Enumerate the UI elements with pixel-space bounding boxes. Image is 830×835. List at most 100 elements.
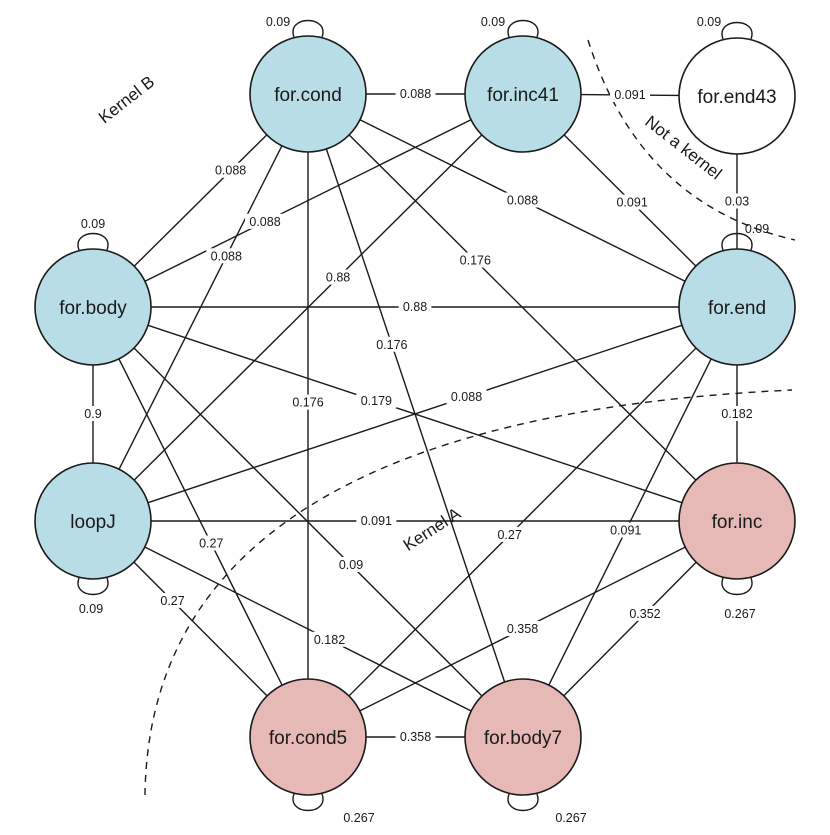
node-circle-for-inc	[678, 462, 796, 580]
self-loop-for-body	[77, 232, 109, 251]
weight-label-for-cond-to-for-end: 0.088	[507, 194, 538, 208]
self-loop-for-inc	[721, 577, 753, 596]
self-loop-for-cond	[292, 19, 324, 38]
node-circle-for-end43	[678, 37, 796, 155]
edge-for-end-to-for-body7	[548, 358, 712, 686]
weight-label-bg	[356, 393, 397, 409]
edges	[92, 93, 738, 738]
weight-label-for-end-to-for-body7: 0.091	[610, 524, 641, 538]
self-loop-weight-for-body: 0.09	[81, 217, 105, 231]
weight-label-bg	[334, 557, 368, 572]
weight-label-bg	[288, 394, 328, 410]
node-circle-for-inc41	[464, 35, 582, 153]
self-loop-weight-loopj: 0.09	[79, 602, 103, 616]
self-loop-weight-for-inc: 0.267	[724, 607, 755, 621]
weight-label-bg	[356, 513, 397, 528]
self-loop-weight-for-body7: 0.267	[555, 811, 586, 825]
node-label-loopj: loopJ	[70, 512, 115, 533]
weight-label-for-body-to-for-cond5: 0.27	[199, 537, 223, 551]
node-label-for-cond5: for.cond5	[269, 728, 347, 749]
node-for-end: for.end	[678, 248, 796, 366]
region-boundaries: Kernel B Not a kernel Kernel A	[95, 39, 796, 796]
kernel-a-label: Kernel A	[400, 504, 465, 555]
node-circle-for-body	[34, 248, 152, 366]
edge-for-inc-to-for-body7	[563, 561, 697, 697]
edge-loopj-to-for-body7	[144, 546, 472, 712]
weight-label-bg	[210, 162, 251, 178]
node-label-for-end: for.end	[708, 298, 766, 319]
self-loop-for-body7	[507, 793, 539, 812]
node-for-end43: for.end43	[678, 37, 796, 155]
kernel-a-boundary	[144, 389, 793, 796]
edge-loopj-to-for-cond5	[133, 561, 268, 697]
weight-label-bg	[156, 592, 189, 608]
node-circle-for-end	[678, 248, 796, 366]
weight-label-bg	[446, 388, 487, 404]
weight-label-for-cond-to-for-cond5: 0.176	[292, 396, 323, 410]
weight-label-bg	[398, 299, 432, 314]
weight-label-bg	[624, 605, 665, 621]
edge-for-end-to-for-cond5	[348, 347, 697, 697]
node-label-for-inc41: for.inc41	[487, 85, 559, 106]
weight-label-bg	[206, 248, 247, 264]
node-for-inc: for.inc	[678, 462, 796, 580]
node-circle-for-cond5	[249, 678, 367, 796]
edge-loopj-to-for-end	[147, 324, 683, 504]
edge-for-cond-to-for-body7	[325, 148, 506, 683]
weight-label-bg	[605, 522, 646, 538]
weight-label-for-body-to-for-body7: 0.09	[339, 558, 363, 572]
node-for-cond: for.cond	[249, 35, 367, 153]
self-loop-weight-for-cond5: 0.267	[343, 811, 374, 825]
self-loop-weight-for-end43: 0.09	[697, 15, 721, 29]
weight-label-for-body-to-for-inc: 0.179	[361, 394, 392, 408]
weight-label-for-end-to-for-cond5: 0.27	[497, 528, 521, 542]
weight-label-loopj-to-for-end: 0.088	[451, 390, 482, 404]
edge-for-body-to-for-cond5	[118, 358, 283, 686]
node-label-for-cond: for.cond	[274, 85, 342, 106]
weight-label-bg	[395, 729, 436, 744]
weight-label-for-cond-to-for-inc41: 0.088	[400, 87, 431, 101]
weight-label-bg	[717, 406, 757, 421]
weight-label-bg	[610, 87, 650, 102]
weight-label-for-body-to-for-end: 0.88	[403, 300, 427, 314]
self-loop-weight-for-inc41: 0.09	[481, 15, 505, 29]
self-loop-for-inc41	[507, 19, 539, 38]
self-loop-weight-for-cond: 0.09	[266, 15, 290, 29]
self-loop-loopj	[77, 577, 109, 596]
weight-label-loopj-to-for-cond5: 0.27	[160, 594, 184, 608]
self-loop-for-cond5	[292, 793, 324, 812]
self-loop-for-end43	[721, 21, 753, 40]
weight-label-bg	[502, 192, 543, 208]
self-loop-for-end	[721, 232, 753, 251]
weight-label-bg	[309, 631, 350, 647]
weight-label-bg	[245, 213, 285, 229]
weight-label-for-end-to-for-inc: 0.182	[721, 407, 752, 421]
weight-label-for-cond-to-loopj: 0.088	[211, 249, 242, 263]
weight-label-bg	[720, 193, 754, 209]
weight-label-bg	[455, 252, 496, 268]
edge-for-cond-to-for-body	[133, 134, 268, 267]
weight-label-bg	[502, 621, 543, 636]
edge-for-body-to-for-body7	[133, 347, 483, 697]
weight-label-for-inc41-to-for-body: 0.088	[249, 215, 280, 229]
not-kernel-boundary	[587, 39, 796, 241]
weight-label-for-inc-to-for-cond5: 0.358	[507, 622, 538, 636]
weight-label-bg	[612, 194, 653, 210]
self-loops: 0.09 0.09 0.09 0.09 0.09 0.09 0.267 0.267 0.267	[77, 15, 769, 825]
node-circle-for-cond	[249, 35, 367, 153]
weight-label-bg	[321, 269, 355, 285]
node-loopj: loopJ	[34, 462, 152, 580]
kernel-b-label: Kernel B	[95, 72, 158, 127]
node-label-for-inc: for.inc	[712, 512, 763, 533]
weight-label-for-body-to-loopj: 0.9	[84, 407, 101, 421]
weight-label-for-inc41-to-for-end: 0.091	[616, 196, 647, 210]
node-for-inc41: for.inc41	[464, 35, 582, 153]
weight-label-loopj-to-for-body7: 0.182	[314, 633, 345, 647]
node-circle-for-body7	[464, 678, 582, 796]
weight-label-for-inc41-to-loopj: 0.88	[326, 271, 350, 285]
weight-label-for-inc41-to-for-end43: 0.091	[614, 88, 645, 102]
